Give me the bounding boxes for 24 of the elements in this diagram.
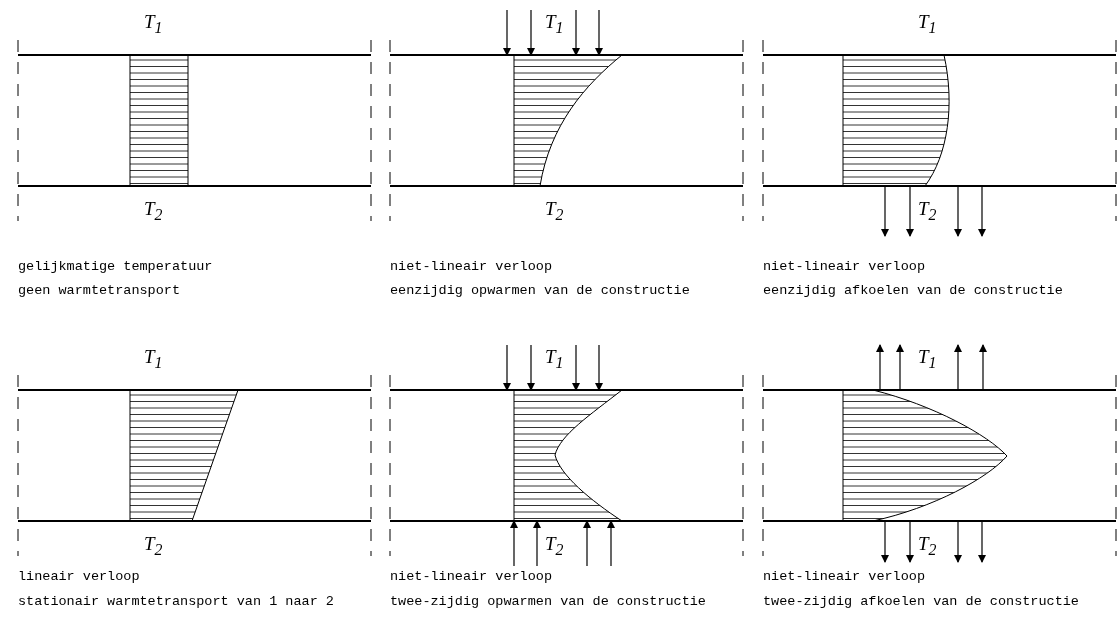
caption-text: niet-lineair verloop: [763, 259, 926, 275]
temperature-label: T$_{1}$: [545, 11, 564, 38]
temperature-label: T$_{2}$: [918, 198, 937, 225]
temperature-label: T$_{1}$: [918, 11, 937, 38]
caption-text: niet-lineair verloop: [763, 569, 926, 585]
temperature-label: T$_{2}$: [545, 198, 564, 225]
temperature-label: T$_{2}$: [918, 533, 937, 560]
temperature-label: T$_{2}$: [144, 533, 163, 560]
temperature-label: T$_{1}$: [144, 346, 163, 373]
temperature-label: T$_{2}$: [144, 198, 163, 225]
temperature-label: T$_{1}$: [144, 11, 163, 38]
caption-text: stationair warmtetransport van 1 naar 2: [18, 594, 334, 610]
caption-text: geen warmtetransport: [18, 283, 181, 299]
caption-text: twee-zijdig opwarmen van de constructie: [390, 594, 706, 610]
caption-text: lineair verloop: [18, 569, 140, 585]
caption-text: eenzijdig afkoelen van de constructie: [763, 283, 1063, 299]
temperature-label: T$_{1}$: [918, 346, 937, 373]
caption-text: gelijkmatige temperatuur: [18, 259, 213, 275]
temperature-label: T$_{2}$: [545, 533, 564, 560]
caption-text: niet-lineair verloop: [390, 259, 553, 275]
caption-text: niet-lineair verloop: [390, 569, 553, 585]
temperature-label: T$_{1}$: [545, 346, 564, 373]
caption-text: twee-zijdig afkoelen van de constructie: [763, 594, 1079, 610]
caption-text: eenzijdig opwarmen van de constructie: [390, 283, 690, 299]
